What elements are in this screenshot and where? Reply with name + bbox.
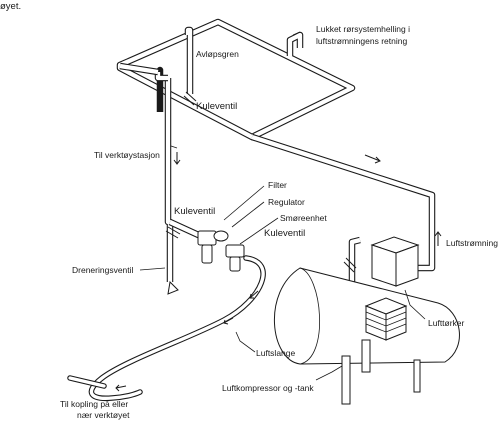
gooseneck-pipe [286, 31, 304, 56]
ball-valve-tank-icon [343, 257, 357, 273]
label-sloping-line2: luftstrømningens retning [316, 36, 407, 46]
label-to-tool-station: Til verktøystasjon [94, 150, 160, 160]
flow-arrow-return [364, 154, 381, 164]
frl-unit [197, 230, 245, 272]
drain-valve-icon [167, 280, 179, 295]
label-top-truncated: øyet. [0, 1, 21, 12]
regulator-body [213, 230, 229, 242]
label-air-hose: Luftslange [256, 348, 295, 358]
flow-arrow-hose-2 [223, 317, 234, 325]
label-compressor: Luftkompressor og -tank [222, 383, 314, 393]
flow-arrow-hose-1 [249, 290, 259, 299]
lubricator-body [225, 244, 245, 258]
label-regulator: Regulator [268, 197, 305, 207]
air-hose [67, 255, 266, 402]
compressor-motor [364, 297, 408, 341]
filter-bowl [201, 244, 213, 264]
lubricator-bowl [229, 256, 241, 272]
flow-arrow-drop [173, 152, 181, 165]
ball-valve-mid-icon [165, 226, 181, 239]
compressor-tank [274, 267, 460, 405]
drain-branch-pipe [184, 26, 194, 94]
ball-valve-top-icon [183, 91, 197, 106]
label-sloping-line1: Lukket rørsystemhelling i [316, 24, 410, 34]
air-dryer [370, 236, 420, 287]
drop-leg-pipe [119, 62, 207, 282]
flow-arrow-hose-3 [115, 384, 127, 392]
leader-lines [139, 31, 426, 381]
label-ball-valve-top: Kuleventil [196, 101, 237, 112]
filter-body [197, 230, 217, 246]
label-ball-valve-tank: Kuleventil [264, 228, 305, 239]
label-drain-valve: Dreneringsventil [72, 265, 134, 275]
label-filter: Filter [268, 180, 287, 190]
label-branch-drain: Avløpsgren [196, 49, 239, 59]
label-coupling-line1: Til kopling på eller [60, 399, 128, 409]
label-dryer: Lufttørker [428, 318, 465, 328]
label-lubricator: Smøreenhet [280, 213, 327, 223]
compressor-riser-pipe [348, 236, 361, 292]
flow-arrows [115, 152, 442, 392]
return-pipe [251, 133, 436, 272]
label-coupling-line2: nær verktøyet [77, 410, 130, 420]
flow-arrow-up [434, 231, 442, 246]
label-airflow: Luftstrømning [446, 238, 498, 248]
label-ball-valve-mid: Kuleventil [174, 206, 215, 217]
